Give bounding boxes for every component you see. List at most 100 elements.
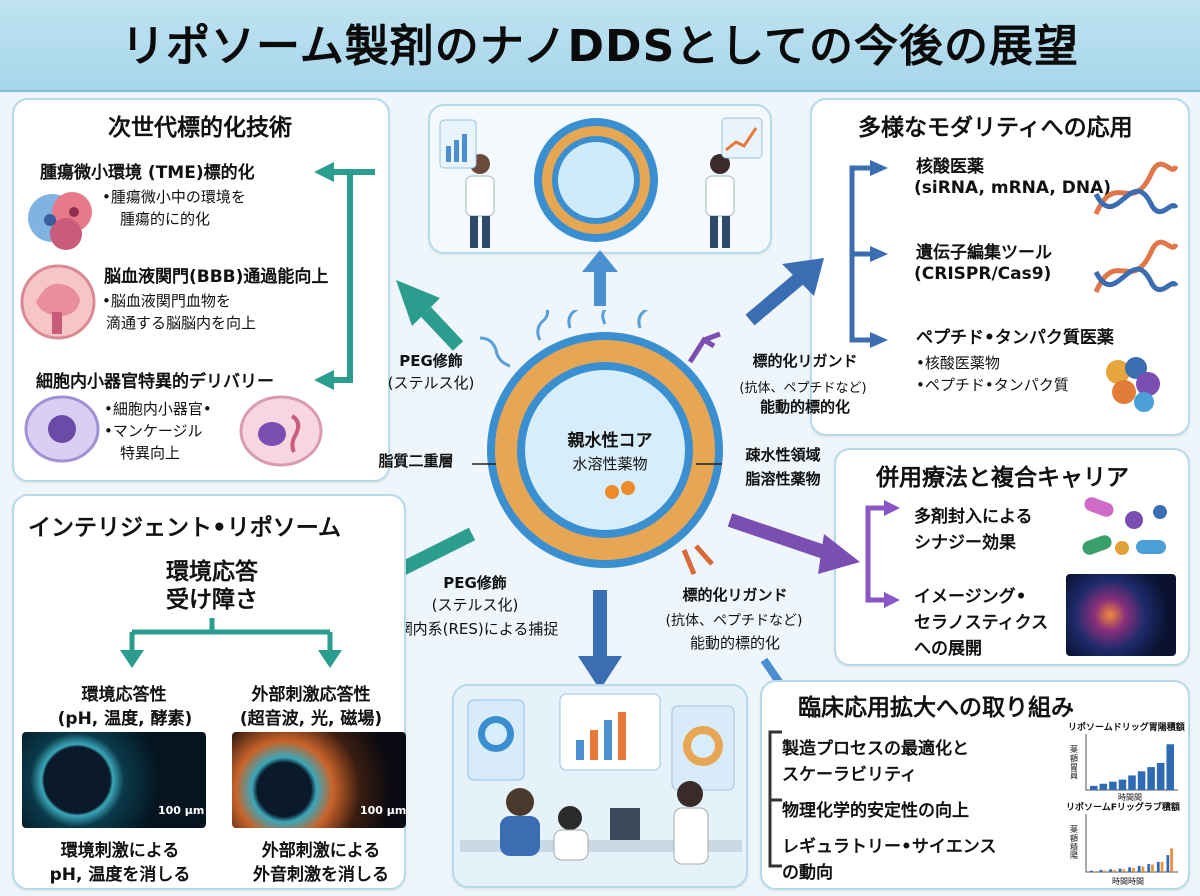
chart2-ylabel: 薬額積陽	[1070, 825, 1078, 861]
chart-bar	[1128, 867, 1131, 872]
ext-title-2: (超音波, 光, 磁場)	[239, 709, 383, 729]
peptide-bullet-2: •ペプチド•タンパク質	[916, 376, 1069, 394]
ligand1-label-c: 能動的標的化	[759, 398, 850, 416]
dna-helix-icon	[1093, 161, 1178, 215]
organelle-icon	[239, 395, 323, 467]
intelligent-connector	[120, 618, 342, 668]
bbb-title: 脳血液関門(BBB)通過能向上	[104, 267, 329, 287]
ext-micrograph	[232, 732, 406, 828]
chart-bar	[1109, 781, 1117, 790]
chart-bar	[1170, 848, 1173, 872]
gene-edit-title: 遺伝子編集ツール	[916, 243, 1052, 263]
chart-bar	[1166, 744, 1174, 790]
ligand1-label-a: 標的化リガンド	[752, 352, 858, 370]
tumor-cells-icon	[28, 192, 92, 250]
cell-icon	[24, 395, 100, 463]
chart1-ylabel: 薬額胃員	[1070, 745, 1078, 781]
peg2-label-a: PEG修飾	[443, 574, 507, 592]
chart-bar	[1122, 869, 1126, 872]
chart2-svg	[1085, 814, 1178, 873]
ext-scale-bar: 100 µm	[360, 804, 407, 817]
intelligent-sub-1: 環境応答	[166, 559, 258, 585]
clinical-heading: 臨床応用拡大への取り組み	[798, 695, 1074, 721]
chart-bar	[1112, 869, 1116, 872]
nucleic-sub: (siRNA, mRNA, DNA)	[914, 178, 1112, 198]
liposome-diagram	[479, 310, 723, 575]
combo-item-1b: シナジー効果	[914, 533, 1016, 553]
combo-item-2c: への展開	[914, 639, 982, 659]
gene-edit-sub: (CRISPR/Cas9)	[914, 264, 1052, 284]
chart1-svg	[1085, 734, 1178, 791]
chart-screen-icon	[721, 117, 763, 159]
peg2-label-b: (ステルス化)	[431, 596, 519, 614]
ext-caption-2: 外音刺激を消しる	[253, 865, 389, 885]
peg-chains	[479, 310, 648, 368]
protein-icon	[1106, 357, 1160, 412]
intelligent-heading: インテリジェント•リポソーム	[28, 515, 342, 541]
peg1-label-b: (ステルス化)	[387, 374, 475, 392]
chart-bar	[1109, 869, 1112, 872]
env-caption-1: 環境刺激による	[60, 841, 180, 861]
chart-bar	[1166, 855, 1170, 872]
clinical-connector	[768, 730, 782, 868]
chart-bar	[1099, 869, 1103, 872]
center-arrows	[350, 250, 860, 706]
peg1-label-a: PEG修飾	[399, 352, 463, 370]
clinical-item-3a: レギュラトリー•サイエンス	[782, 837, 997, 857]
chart-bar	[1141, 866, 1145, 872]
combo-item-2a: イメージング•	[914, 587, 1027, 607]
brain-icon	[20, 264, 96, 340]
lipid-label: 脂質二重層	[378, 452, 454, 470]
chart-bar	[1156, 762, 1165, 790]
title-banner	[0, 0, 1200, 92]
combo-heading: 併用療法と複合キャリア	[876, 465, 1129, 491]
peptide-title: ペプチド•タンパク質医薬	[916, 328, 1114, 348]
scientist-right-icon	[705, 154, 735, 248]
clinical-item-3b: の動向	[782, 863, 833, 883]
bbb-bullet-2: 滴通する脳脳内を向上	[106, 314, 257, 332]
clinical-item-1a: 製造プロセスの最適化と	[782, 739, 969, 759]
lab-illustration	[460, 693, 742, 865]
hydrophobic-label-1: 疎水性領域	[745, 446, 821, 464]
chart-bar	[1128, 775, 1136, 790]
ligand2-label-c: 能動的標的化	[689, 634, 780, 652]
ligand2-label-b: (抗体、ペプチドなど)	[665, 613, 803, 629]
intelligent-sub-2: 受け障さ	[166, 587, 258, 613]
page-title: リポソーム製剤のナノDDSとしての今後の展望	[121, 21, 1079, 72]
nucleic-title: 核酸医薬	[916, 157, 984, 177]
chart-axis	[1085, 814, 1178, 873]
chart2-title: リポソームFリッグラブ積額	[1066, 803, 1180, 813]
peptide-bullet-1: •核酸医薬物	[916, 354, 1000, 372]
ext-caption-1: 外部刺激による	[261, 841, 381, 861]
ligand2-label-a: 標的化リガンド	[682, 586, 788, 604]
chart-bar	[1151, 864, 1154, 872]
env-scale-bar: 100 µm	[158, 804, 205, 817]
env-title-1: 環境応答性	[81, 685, 167, 705]
chart1-title: リポソームドリッグ胃陽積額	[1068, 723, 1185, 733]
chart-bar	[1160, 861, 1164, 872]
bbb-bullet-1: •脳血液関門血物を	[102, 292, 231, 310]
combo-item-2b: セラノスティクス	[914, 613, 1049, 633]
env-caption-2: pH, 温度を消しる	[49, 865, 191, 885]
next-gen-heading: 次世代標的化技術	[108, 115, 292, 141]
chart-bar	[1118, 779, 1127, 790]
tme-bullet-1: •腫瘍微小中の環境を	[102, 188, 246, 206]
chart-bar	[1147, 863, 1151, 872]
organelle-bullet-3: 特異向上	[120, 444, 181, 462]
chart-bar	[1137, 771, 1146, 790]
tme-bullet-2: 腫瘍的に的化	[120, 210, 211, 228]
chart-bar	[1090, 785, 1098, 790]
chart-bar	[1103, 870, 1107, 872]
clinical-item-2: 物理化学的安定性の向上	[782, 801, 969, 821]
env-micrograph	[22, 732, 206, 828]
organelle-bullet-1: •細胞内小器官•	[104, 400, 212, 418]
multi-drug-icon	[1082, 497, 1167, 555]
combo-connector	[865, 500, 900, 608]
chart-bar	[1099, 783, 1108, 790]
scientist-left-icon	[465, 154, 495, 248]
clinical-panel	[760, 680, 1190, 890]
core-label-1: 親水性コア	[567, 431, 653, 451]
clinical-item-1b: スケーラビリティ	[782, 765, 917, 785]
chart-bar	[1156, 861, 1160, 872]
next-gen-connector	[314, 162, 375, 390]
